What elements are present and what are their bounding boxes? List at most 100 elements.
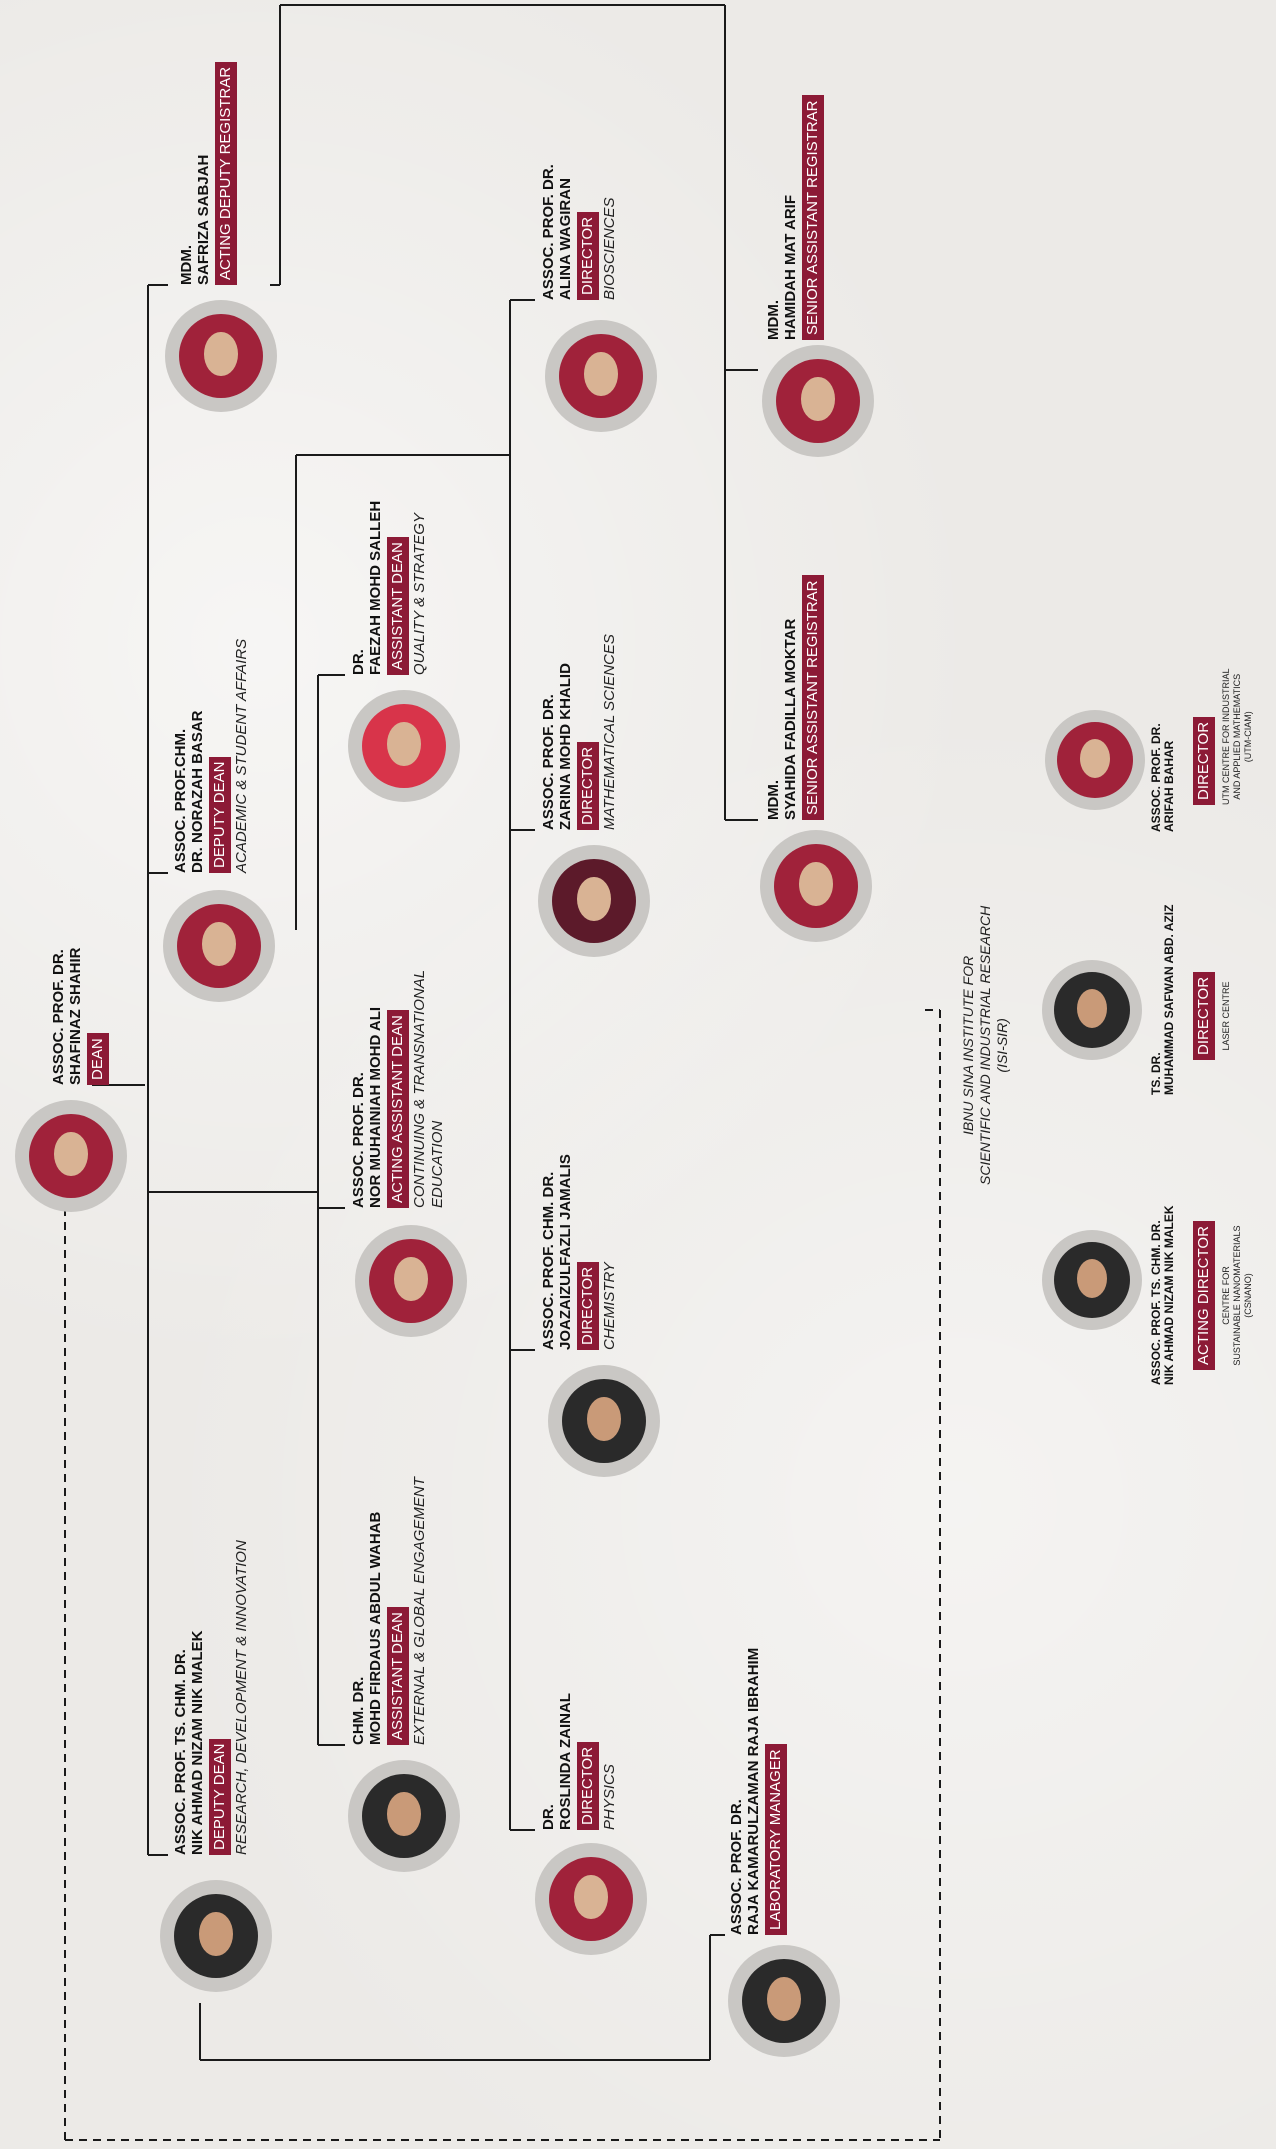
- asst-dean-continuing-honorific: ASSOC. PROF. DR.: [350, 1072, 367, 1208]
- asst-dean-external-name: MOHD FIRDAUS ABDUL WAHAB: [367, 1511, 384, 1745]
- asst-dean-continuing-name: NOR MUHAINIAH MOHD ALI: [367, 1006, 384, 1208]
- institute-line-2: SCIENTIFIC AND INDUSTRIAL RESEARCH: [977, 905, 993, 1185]
- director-math-photo: [538, 845, 650, 957]
- asst-dean-continuing-portfolio-2: EDUCATION: [429, 1120, 446, 1208]
- asst-dean-quality-label: DR. FAEZAH MOHD SALLEH ASSISTANT DEAN QU…: [350, 501, 429, 675]
- asst-dean-continuing-portfolio-1: CONTINUING & TRANSNATIONAL: [411, 969, 428, 1208]
- csnano-centre-1: CENTRE FOR: [1221, 1266, 1231, 1325]
- lab-manager-label: ASSOC. PROF. DR. RAJA KAMARULZAMAN RAJA …: [728, 1648, 787, 1935]
- deputy-registrar-honorific: MDM.: [178, 245, 195, 285]
- director-phys-honorific: DR.: [540, 1804, 557, 1830]
- csnano-centre-3: (CSNANO): [1243, 1273, 1253, 1318]
- laser-photo: [1042, 960, 1142, 1060]
- lab-manager-honorific: ASSOC. PROF. DR.: [728, 1799, 745, 1935]
- deputy-dean-academic-name: DR. NORAZAH BASAR: [189, 710, 206, 874]
- laser-centre-1: LASER CENTRE: [1221, 981, 1231, 1051]
- asst-dean-external-honorific: CHM. DR.: [350, 1676, 367, 1745]
- deputy-dean-research-name: NIK AHMAD NIZAM NIK MALEK: [189, 1630, 206, 1855]
- ciam-name: ARIFAH BAHAR: [1162, 740, 1176, 832]
- director-chem-name: JOAZAIZULFAZLI JAMALIS: [557, 1154, 574, 1350]
- asst-dean-continuing-photo: [355, 1225, 467, 1337]
- asst-dean-quality-photo: [348, 690, 460, 802]
- director-math-badge: DIRECTOR: [577, 741, 599, 830]
- dean-label: ASSOC. PROF. DR. SHAFINAZ SHAHIR DEAN: [50, 947, 109, 1086]
- ciam-centre-2: AND APPLIED MATHEMATICS: [1232, 673, 1242, 800]
- director-phys-badge: DIRECTOR: [577, 1741, 599, 1830]
- deputy-registrar-label: MDM. SAFRIZA SABJAH ACTING DEPUTY REGIST…: [178, 61, 237, 285]
- asst-dean-external-badge: ASSISTANT DEAN: [387, 1607, 409, 1745]
- director-bio-badge: DIRECTOR: [577, 211, 599, 300]
- director-math-honorific: ASSOC. PROF. DR.: [540, 694, 557, 830]
- director-math-portfolio: MATHEMATICAL SCIENCES: [601, 634, 618, 830]
- csnano-photo: [1042, 1230, 1142, 1330]
- director-chem-badge: DIRECTOR: [577, 1261, 599, 1350]
- director-phys-photo: [535, 1843, 647, 1955]
- dean-title-badge: DEAN: [87, 1033, 109, 1085]
- dean-photo: [15, 1100, 127, 1212]
- director-bio-honorific: ASSOC. PROF. DR.: [540, 164, 557, 300]
- ciam-centre-3: (UTM-CIAM): [1243, 711, 1253, 763]
- director-chem-label: ASSOC. PROF. ChM. DR. JOAZAIZULFAZLI JAM…: [540, 1154, 619, 1350]
- director-bio-name: ALINA WAGIRAN: [557, 178, 574, 300]
- deputy-dean-research-portfolio: RESEARCH, DEVELOPMENT & INNOVATION: [233, 1540, 250, 1855]
- director-bio-photo: [545, 320, 657, 432]
- dean-name: SHAFINAZ SHAHIR: [67, 947, 84, 1086]
- institute-line-3: (ISI-SIR): [994, 1018, 1010, 1073]
- asst-dean-external-portfolio: EXTERNAL & GLOBAL ENGAGEMENT: [411, 1477, 428, 1745]
- sar-hamidah-badge: SENIOR ASSISTANT REGISTRAR: [802, 95, 824, 340]
- asst-dean-external-photo: [348, 1760, 460, 1872]
- csnano-centre-2: SUSTAINABLE NANOMATERIALS: [1232, 1225, 1242, 1366]
- laser-label: Ts. DR. MUHAMMAD SAFWAN ABD. AZIZ: [1149, 905, 1176, 1095]
- deputy-dean-research-badge: DEPUTY DEAN: [209, 1738, 231, 1855]
- asst-dean-continuing-label: ASSOC. PROF. DR. NOR MUHAINIAH MOHD ALI …: [350, 970, 447, 1208]
- lab-manager-photo: [728, 1945, 840, 2057]
- laser-details: DIRECTOR LASER CENTRE: [1190, 971, 1232, 1060]
- ciam-label: ASSOC. PROF. DR. ARIFAH BAHAR: [1149, 723, 1176, 832]
- deputy-dean-research-honorific: ASSOC. PROF. Ts. ChM. DR.: [172, 1649, 189, 1855]
- director-phys-label: DR. ROSLINDA ZAINAL DIRECTOR PHYSICS: [540, 1693, 619, 1830]
- deputy-dean-academic-portfolio: ACADEMIC & STUDENT AFFAIRS: [233, 638, 250, 873]
- deputy-registrar-name: SAFRIZA SABJAH: [195, 154, 212, 285]
- node-dean: [15, 1100, 127, 1212]
- director-chem-honorific: ASSOC. PROF. ChM. DR.: [540, 1171, 557, 1350]
- ciam-badge: DIRECTOR: [1193, 716, 1215, 805]
- sar-syahida-badge: SENIOR ASSISTANT REGISTRAR: [802, 575, 824, 820]
- sar-hamidah-label: MDM. HAMIDAH MAT ARIF SENIOR ASSISTANT R…: [765, 95, 824, 340]
- sar-syahida-name: SYAHIDA FADILLA MOKTAR: [782, 618, 799, 820]
- csnano-details: ACTING DIRECTOR CENTRE FOR SUSTAINABLE N…: [1190, 1221, 1254, 1370]
- deputy-dean-academic-label: ASSOC. PROF.CHM. DR. NORAZAH BASAR DEPUT…: [172, 639, 251, 873]
- sar-hamidah-name: HAMIDAH MAT ARIF: [782, 195, 799, 340]
- asst-dean-continuing-badge: ACTING ASSISTANT DEAN: [387, 1010, 409, 1208]
- deputy-registrar-badge: ACTING DEPUTY REGISTRAR: [215, 61, 237, 285]
- sar-syahida-photo: [760, 830, 872, 942]
- asst-dean-quality-name: FAEZAH MOHD SALLEH: [367, 500, 384, 675]
- csnano-label: ASSOC. PROF. Ts. ChM. DR. NIK AHMAD NIZA…: [1149, 1205, 1176, 1385]
- deputy-dean-academic-photo: [163, 890, 275, 1002]
- sar-syahida-label: MDM. SYAHIDA FADILLA MOKTAR SENIOR ASSIS…: [765, 575, 824, 820]
- ciam-photo: [1045, 710, 1145, 810]
- sar-hamidah-honorific: MDM.: [765, 300, 782, 340]
- sar-hamidah-photo: [762, 345, 874, 457]
- sar-syahida-honorific: MDM.: [765, 780, 782, 820]
- asst-dean-external-label: CHM. DR. MOHD FIRDAUS ABDUL WAHAB ASSIST…: [350, 1477, 429, 1745]
- institute-title: IBNU SINA INSTITUTE FOR SCIENTIFIC AND I…: [960, 906, 1011, 1185]
- lab-manager-name: RAJA KAMARULZAMAN RAJA IBRAHIM: [745, 1647, 762, 1935]
- lab-manager-badge: LABORATORY MANAGER: [765, 1744, 787, 1935]
- director-bio-portfolio: BIOSCIENCES: [601, 197, 618, 300]
- ciam-centre-1: UTM CENTRE FOR INDUSTRIAL: [1221, 668, 1231, 805]
- asst-dean-quality-badge: ASSISTANT DEAN: [387, 537, 409, 675]
- deputy-registrar-photo: [165, 300, 277, 412]
- laser-badge: DIRECTOR: [1193, 971, 1215, 1060]
- csnano-badge: ACTING DIRECTOR: [1193, 1221, 1215, 1370]
- dean-honorific: ASSOC. PROF. DR.: [50, 949, 67, 1085]
- director-chem-photo: [548, 1365, 660, 1477]
- director-math-name: ZARINA MOHD KHALID: [557, 663, 574, 830]
- deputy-dean-academic-honorific: ASSOC. PROF.CHM.: [172, 728, 189, 873]
- director-math-label: ASSOC. PROF. DR. ZARINA MOHD KHALID DIRE…: [540, 634, 619, 830]
- director-phys-portfolio: PHYSICS: [601, 1764, 618, 1830]
- director-chem-portfolio: CHEMISTRY: [601, 1262, 618, 1350]
- asst-dean-quality-honorific: DR.: [350, 649, 367, 675]
- ciam-details: DIRECTOR UTM CENTRE FOR INDUSTRIAL AND A…: [1190, 668, 1254, 805]
